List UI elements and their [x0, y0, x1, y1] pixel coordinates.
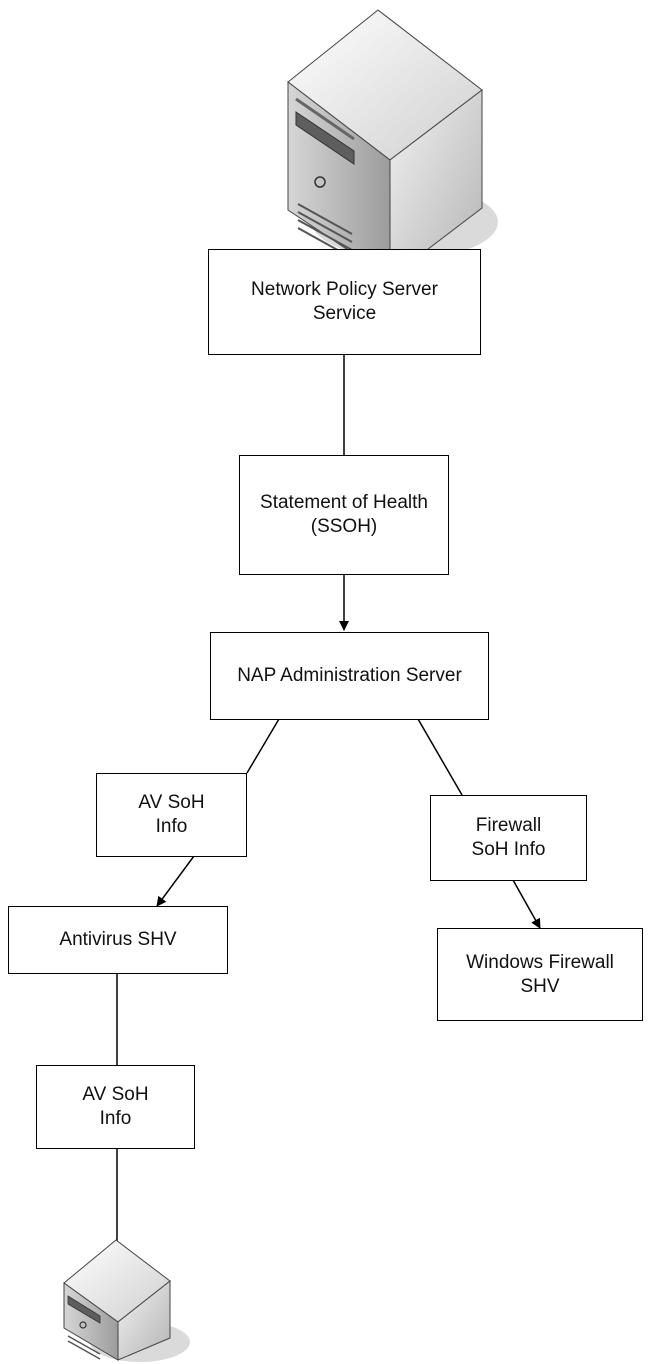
node-windows-firewall-shv-label: Windows Firewall SHV [466, 951, 614, 997]
top-server-icon [287, 9, 498, 280]
node-ssoh: Statement of Health (SSOH) [239, 455, 449, 575]
bottom-server-icon [63, 1239, 190, 1362]
edge-av-info-to-antivirus-shv [156, 855, 195, 907]
edge-nap-to-av-info [246, 718, 280, 774]
node-firewall-soh-info: Firewall SoH Info [430, 795, 587, 881]
node-av-soh-info-2-label: AV SoH Info [82, 1084, 149, 1129]
node-ssoh-label: Statement of Health (SSOH) [260, 492, 428, 537]
node-windows-firewall-shv: Windows Firewall SHV [437, 928, 643, 1021]
edge-firewall-info-to-windows-fw [512, 879, 541, 929]
node-av-soh-info-1: AV SoH Info [96, 773, 247, 857]
node-nap-admin-server-label: NAP Administration Server [237, 665, 462, 687]
node-firewall-soh-info-label: Firewall SoH Info [471, 815, 546, 860]
node-nps-service-label: Network Policy Server Service [251, 279, 438, 324]
node-antivirus-shv: Antivirus SHV [8, 906, 228, 974]
edge-nap-to-firewall-info [417, 718, 463, 796]
connectors [112, 354, 541, 1265]
node-av-soh-info-1-label: AV SoH Info [138, 792, 205, 837]
node-antivirus-shv-label: Antivirus SHV [59, 929, 177, 951]
node-av-soh-info-2: AV SoH Info [36, 1065, 195, 1149]
node-nap-admin-server: NAP Administration Server [210, 632, 489, 720]
node-nps-service: Network Policy Server Service [208, 249, 481, 355]
